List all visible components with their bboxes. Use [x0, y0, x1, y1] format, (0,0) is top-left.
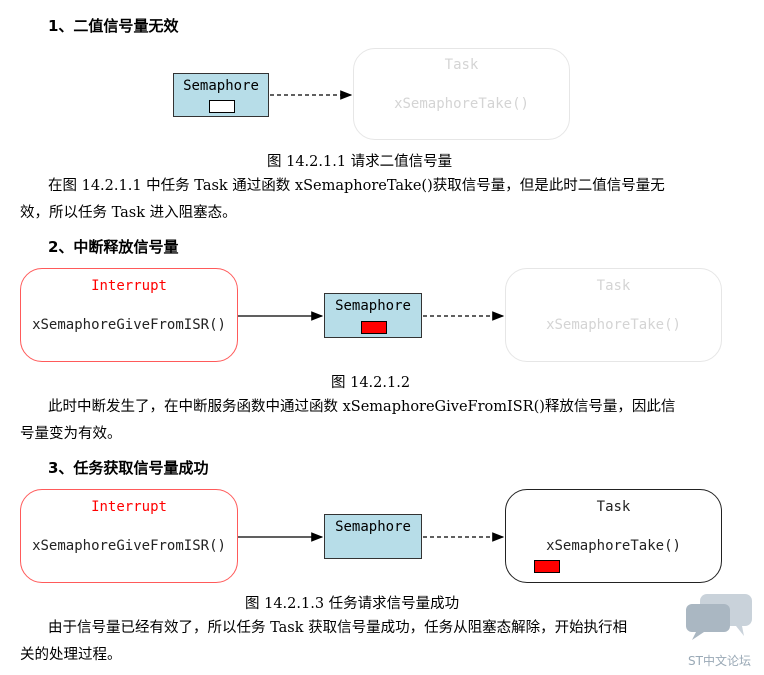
paragraph-2-line-1: 此时中断发生了，在中断服务函数中通过函数 xSemaphoreGiveFromI… — [48, 399, 676, 415]
section-1-heading: 1、二值信号量无效 — [48, 17, 179, 35]
interrupt-box-2: Interrupt xSemaphoreGiveFromISR() — [20, 268, 238, 362]
interrupt-title: Interrupt — [91, 278, 167, 294]
interrupt-title: Interrupt — [91, 499, 167, 515]
task-title: Task — [596, 499, 631, 515]
semaphore-token-valid — [361, 321, 387, 334]
task-box-1: Task xSemaphoreTake() — [353, 48, 570, 140]
semaphore-label: Semaphore — [335, 519, 411, 535]
semaphore-label: Semaphore — [335, 298, 411, 314]
paragraph-3-line-2: 关的处理过程。 — [20, 647, 122, 663]
semaphore-token-invalid — [209, 100, 235, 113]
figure-caption-2: 图 14.2.1.2 — [331, 375, 411, 391]
semaphore-label: Semaphore — [183, 78, 259, 94]
interrupt-box-3: Interrupt xSemaphoreGiveFromISR() — [20, 489, 238, 583]
semaphore-box-3: Semaphore — [324, 514, 422, 559]
task-title: Task — [596, 278, 631, 294]
paragraph-1-line-1: 在图 14.2.1.1 中任务 Task 通过函数 xSemaphoreTake… — [48, 178, 665, 194]
interrupt-function: xSemaphoreGiveFromISR() — [32, 538, 226, 554]
section-2-heading: 2、中断释放信号量 — [48, 238, 179, 256]
paragraph-1-line-2: 效，所以任务 Task 进入阻塞态。 — [20, 205, 237, 221]
task-function: xSemaphoreTake() — [546, 538, 681, 554]
semaphore-box-2: Semaphore — [324, 293, 422, 338]
task-box-2: Task xSemaphoreTake() — [505, 268, 722, 362]
paragraph-3-line-1: 由于信号量已经有效了，所以任务 Task 获取信号量成功，任务从阻塞态解除，开始… — [48, 620, 628, 636]
watermark-text: ST中文论坛 — [688, 654, 751, 668]
task-title: Task — [444, 57, 479, 73]
figure-caption-3: 图 14.2.1.3 任务请求信号量成功 — [245, 596, 460, 612]
task-token-acquired — [534, 560, 560, 573]
task-function: xSemaphoreTake() — [394, 96, 529, 112]
watermark-logo — [684, 592, 756, 642]
paragraph-2-line-2: 号量变为有效。 — [20, 426, 122, 442]
semaphore-box-1: Semaphore — [173, 73, 269, 117]
task-box-3: Task xSemaphoreTake() — [505, 489, 722, 583]
figure-caption-1: 图 14.2.1.1 请求二值信号量 — [267, 154, 453, 170]
interrupt-function: xSemaphoreGiveFromISR() — [32, 317, 226, 333]
task-function: xSemaphoreTake() — [546, 317, 681, 333]
section-3-heading: 3、任务获取信号量成功 — [48, 459, 209, 477]
chat-bubble-icon — [686, 594, 752, 640]
